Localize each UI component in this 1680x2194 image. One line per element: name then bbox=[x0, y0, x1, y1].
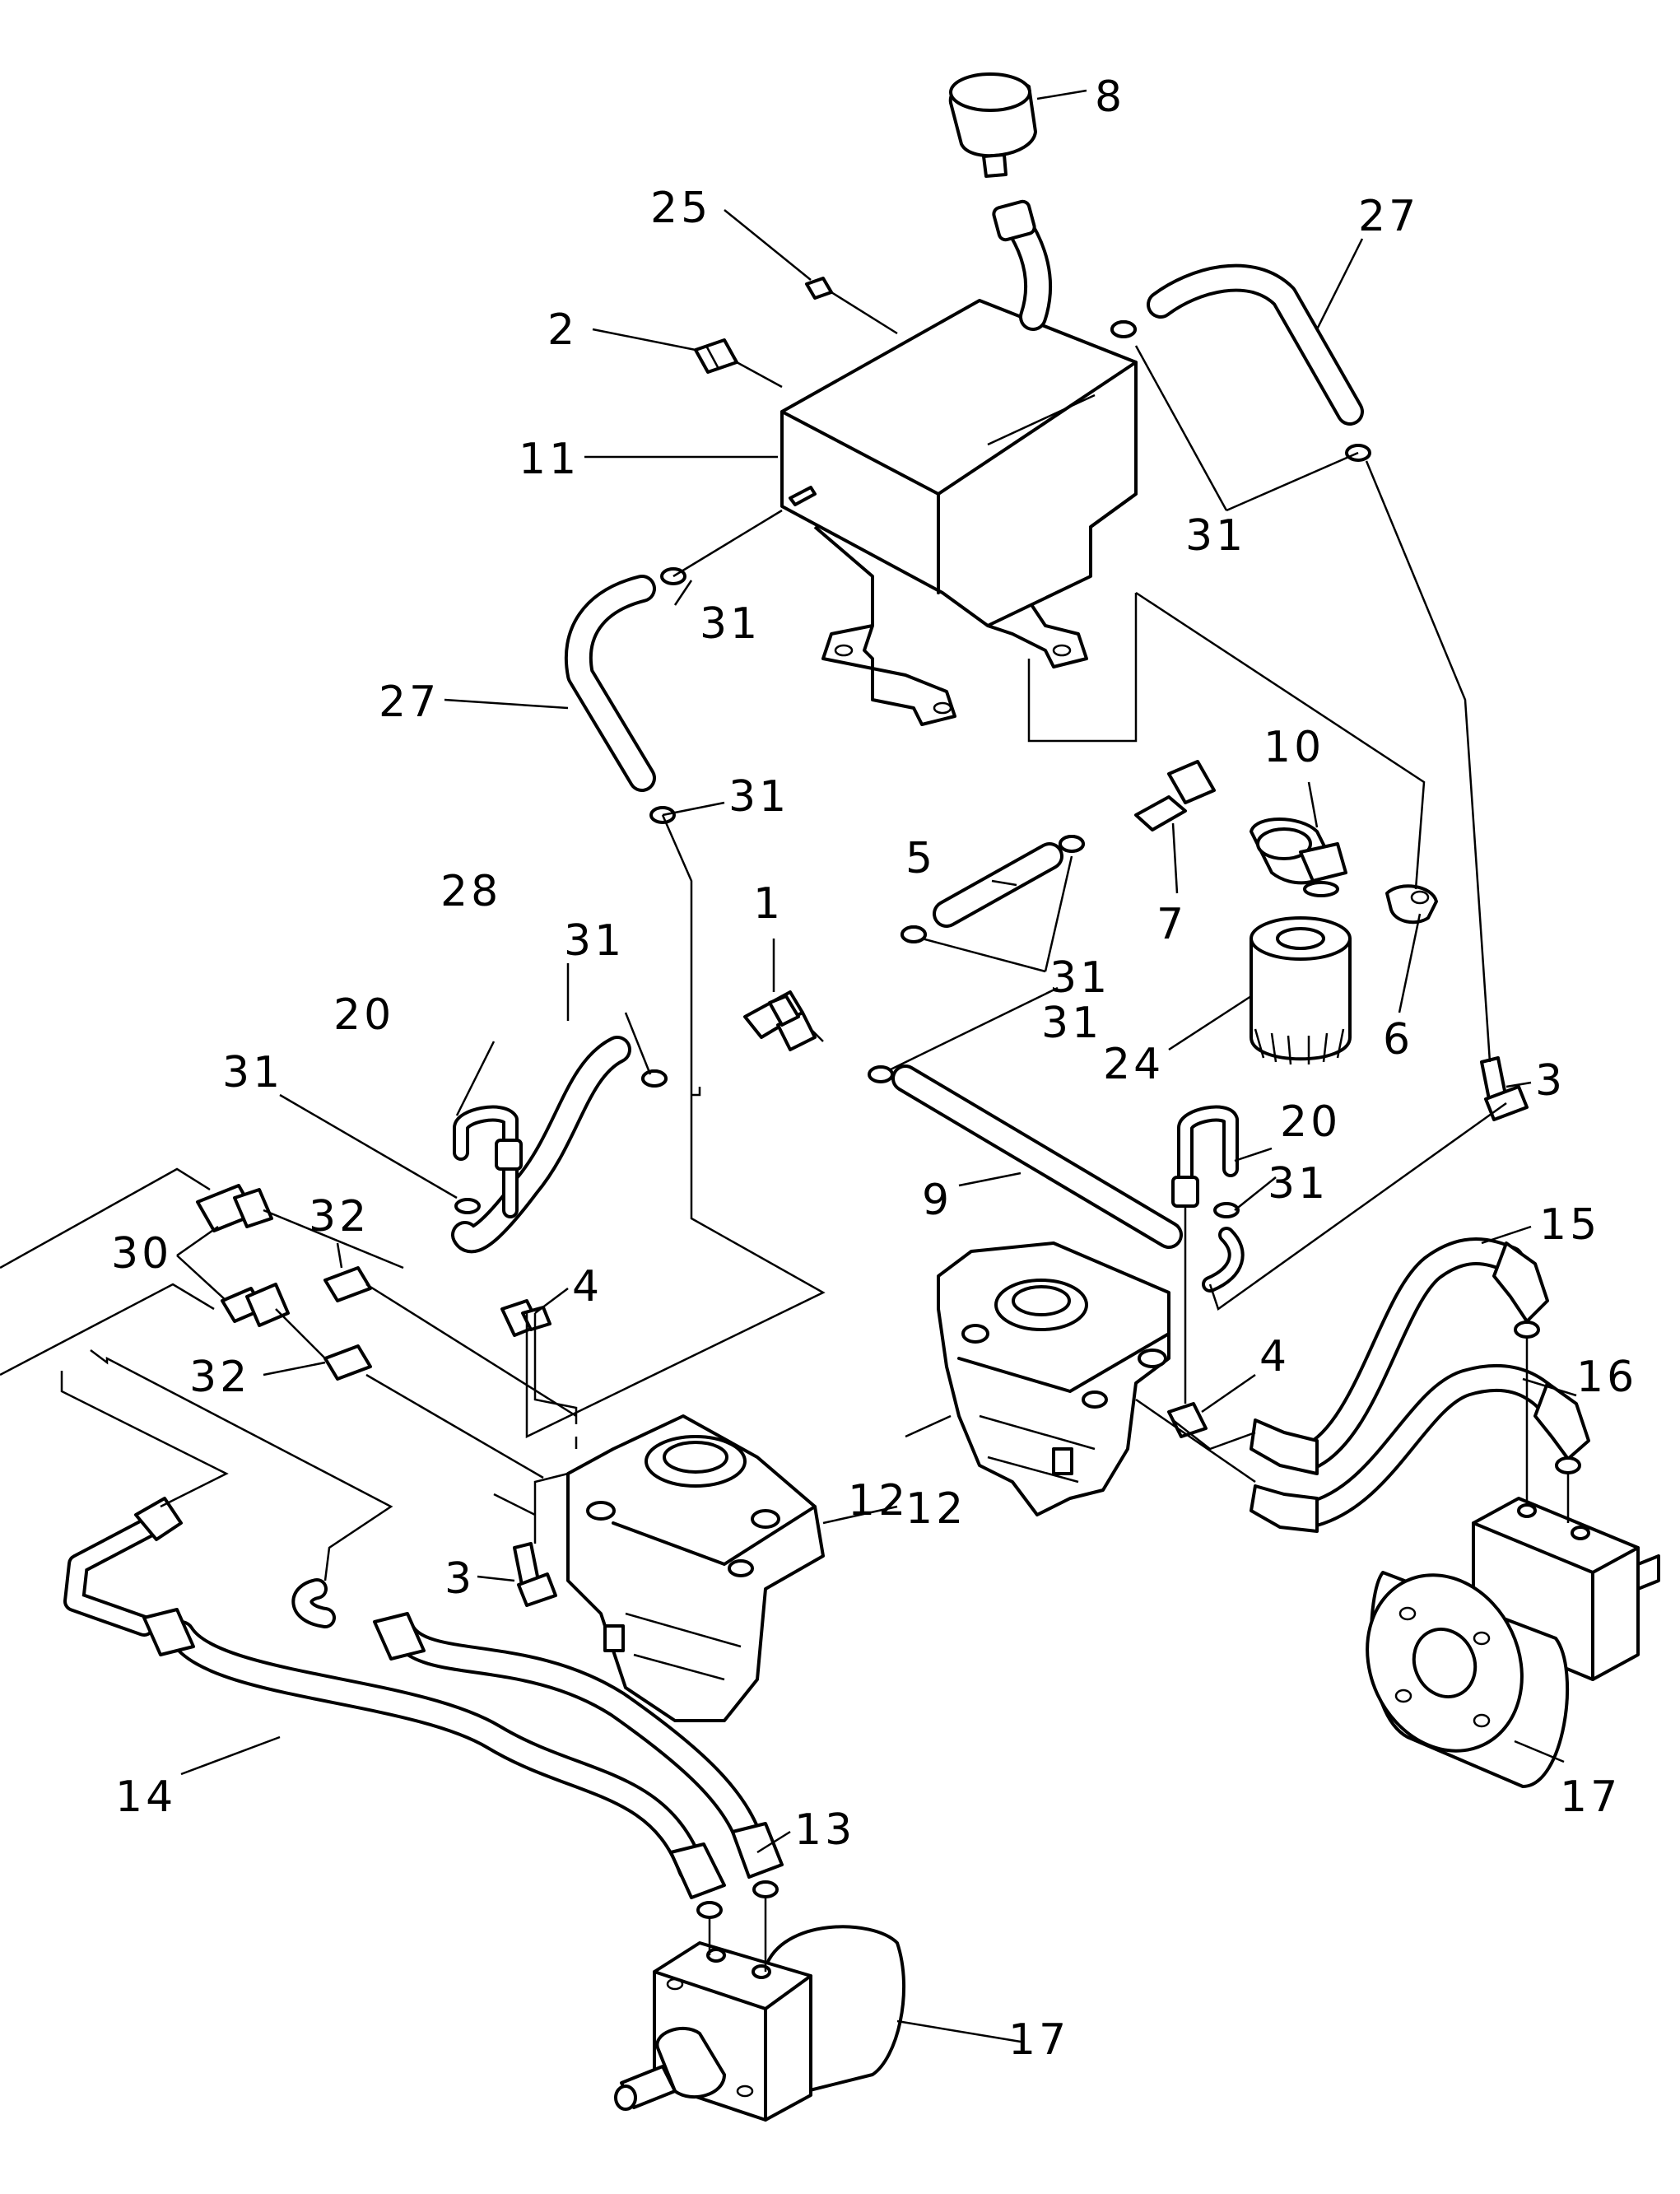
callout-31: 31 bbox=[564, 916, 625, 966]
fitting-32-lower bbox=[323, 1344, 372, 1381]
hose-9 bbox=[868, 1064, 1183, 1249]
tube-20-right bbox=[1171, 1105, 1245, 1293]
breather-cap bbox=[948, 72, 1053, 331]
filter-head-10 bbox=[1250, 818, 1347, 897]
hose-16 bbox=[1250, 1363, 1590, 1533]
fitting-25 bbox=[805, 277, 833, 300]
callout-3: 3 bbox=[444, 1554, 475, 1604]
callout-20: 20 bbox=[333, 990, 394, 1040]
callout-12: 12 bbox=[848, 1476, 909, 1526]
callout-14: 14 bbox=[115, 1772, 176, 1822]
hose-clamps bbox=[641, 320, 1137, 1088]
callout-5: 5 bbox=[905, 834, 936, 883]
hose-13 bbox=[291, 1578, 784, 1898]
callout-31: 31 bbox=[1268, 1159, 1329, 1209]
return-hose-27-top bbox=[1110, 263, 1371, 462]
fitting-2 bbox=[694, 338, 738, 374]
callout-25: 25 bbox=[650, 184, 711, 233]
callout-11: 11 bbox=[519, 435, 579, 484]
callout-31: 31 bbox=[222, 1048, 283, 1097]
callout-15: 15 bbox=[1539, 1200, 1600, 1250]
tube-20-left bbox=[453, 1105, 523, 1218]
elbow-fitting-6 bbox=[1385, 884, 1438, 925]
callout-2: 2 bbox=[547, 305, 578, 355]
callout-17: 17 bbox=[1008, 2015, 1069, 2065]
hydraulic-pump-12-left bbox=[566, 1414, 825, 1722]
callout-31: 31 bbox=[1049, 953, 1110, 1003]
hose-15 bbox=[1250, 1237, 1549, 1475]
callout-28: 28 bbox=[440, 867, 501, 916]
fitting-4-left bbox=[500, 1299, 551, 1337]
elbow-fitting-7 bbox=[1134, 760, 1216, 831]
callout-31: 31 bbox=[728, 772, 789, 822]
callout-31: 31 bbox=[1185, 511, 1246, 561]
callout-32: 32 bbox=[189, 1353, 250, 1402]
callout-12: 12 bbox=[905, 1484, 966, 1534]
callout-9: 9 bbox=[922, 1176, 952, 1225]
callout-30: 30 bbox=[111, 1229, 172, 1279]
suction-hose-27-left bbox=[564, 567, 686, 824]
callout-27: 27 bbox=[1358, 192, 1419, 241]
callout-31: 31 bbox=[1041, 999, 1102, 1048]
callout-7: 7 bbox=[1156, 900, 1187, 949]
callout-6: 6 bbox=[1383, 1015, 1413, 1064]
elbow-fitting-3-right bbox=[1480, 1056, 1529, 1121]
callout-32: 32 bbox=[309, 1192, 370, 1241]
callout-labels: 8 25 27 2 11 31 31 27 10 31 5 28 1 7 31 … bbox=[111, 72, 1637, 2065]
wheel-motor-17-right bbox=[1366, 1497, 1660, 1788]
oil-filter-24 bbox=[1250, 916, 1352, 1065]
callout-27: 27 bbox=[379, 678, 440, 727]
callout-16: 16 bbox=[1576, 1353, 1637, 1402]
callout-24: 24 bbox=[1103, 1040, 1164, 1089]
callout-13: 13 bbox=[794, 1805, 855, 1855]
fitting-30-lower bbox=[221, 1283, 290, 1327]
tee-fitting-1 bbox=[743, 990, 817, 1051]
callout-10: 10 bbox=[1263, 723, 1324, 772]
fitting-32-upper bbox=[323, 1266, 372, 1302]
hydraulic-pump-12-right bbox=[937, 1241, 1170, 1516]
elbow-fitting-3-left bbox=[513, 1542, 557, 1607]
callout-8: 8 bbox=[1095, 72, 1125, 122]
leader-lines bbox=[0, 89, 1577, 2043]
fitting-30-upper bbox=[196, 1184, 273, 1232]
hose-14 bbox=[63, 1497, 726, 1919]
callout-31: 31 bbox=[700, 599, 761, 649]
callout-20: 20 bbox=[1280, 1097, 1341, 1147]
hydraulic-reservoir-tank bbox=[780, 299, 1138, 726]
callout-17: 17 bbox=[1560, 1772, 1621, 1822]
callout-4: 4 bbox=[1259, 1332, 1290, 1381]
wheel-motor-17-bottom bbox=[614, 1925, 906, 2122]
callout-4: 4 bbox=[572, 1262, 603, 1311]
callout-1: 1 bbox=[753, 879, 784, 929]
callout-3: 3 bbox=[1535, 1056, 1566, 1106]
